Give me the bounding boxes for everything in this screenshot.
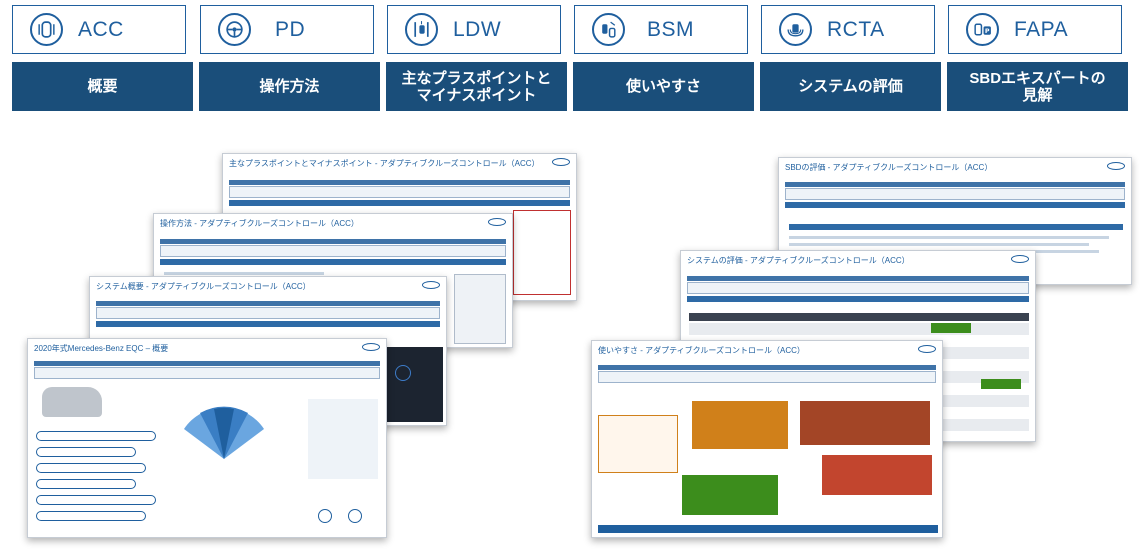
slide-section-strip bbox=[785, 202, 1125, 208]
slide-header-band bbox=[598, 365, 936, 370]
slide-title: システム概要 - アダプティブクルーズコントロール（ACC） bbox=[96, 282, 311, 291]
logo-icon bbox=[552, 158, 570, 166]
feature-pill bbox=[36, 511, 146, 521]
feature-tab-acc[interactable]: ACC bbox=[12, 5, 186, 54]
section-tab-expert-opinion[interactable]: SBDエキスパートの 見解 bbox=[947, 62, 1128, 111]
logo-icon bbox=[1011, 255, 1029, 263]
slide-feature-strip bbox=[598, 371, 936, 383]
usability-box bbox=[682, 475, 778, 515]
feature-tab-fapa[interactable]: P FAPA bbox=[948, 5, 1122, 54]
slide-title: 主なプラスポイントとマイナスポイント - アダプティブクルーズコントロール（AC… bbox=[229, 159, 540, 168]
rating-cell bbox=[931, 323, 971, 333]
text-line bbox=[789, 243, 1089, 246]
slide-header-band bbox=[687, 276, 1029, 281]
usability-box bbox=[692, 401, 788, 449]
slide-header-band bbox=[229, 180, 570, 185]
section-nav: 概要 操作方法 主なプラスポイントと マイナスポイント 使いやすさ システムの評… bbox=[12, 62, 1132, 111]
slide-title: 使いやすさ - アダプティブクルーズコントロール（ACC） bbox=[598, 346, 805, 355]
side-note-box bbox=[454, 274, 506, 344]
rating-cell bbox=[981, 379, 1021, 389]
feature-pill bbox=[36, 463, 146, 473]
evaluation-table-header bbox=[689, 313, 1029, 321]
logo-icon bbox=[1107, 162, 1125, 170]
feature-tab-row: ACC PD LDW BSM RCTA P FAPA bbox=[12, 5, 1132, 54]
text-line bbox=[789, 236, 1109, 239]
slide-title: システムの評価 - アダプティブクルーズコントロール（ACC） bbox=[687, 256, 910, 265]
feature-tab-label: PD bbox=[275, 17, 306, 41]
car-photo bbox=[42, 387, 102, 417]
slide-section-strip bbox=[160, 259, 506, 265]
section-tab-overview[interactable]: 概要 bbox=[12, 62, 193, 111]
feature-pill bbox=[36, 495, 156, 505]
hmi-icon bbox=[318, 509, 332, 523]
hmi-summary-box bbox=[308, 399, 378, 479]
slide-header-band bbox=[785, 182, 1125, 187]
text-line bbox=[164, 272, 324, 275]
slide-title: SBDの評価 - アダプティブクルーズコントロール（ACC） bbox=[785, 163, 993, 172]
slide-title: 2020年式Mercedes-Benz EQC – 概要 bbox=[34, 344, 169, 353]
section-tab-usability[interactable]: 使いやすさ bbox=[573, 62, 754, 111]
slide-section-strip bbox=[229, 200, 570, 206]
feature-tab-label: RCTA bbox=[827, 17, 885, 41]
minus-point-box bbox=[513, 210, 571, 295]
slide-section-strip bbox=[687, 296, 1029, 302]
usability-box bbox=[822, 455, 932, 495]
blind-spot-icon bbox=[592, 13, 625, 46]
slide-feature-strip bbox=[687, 282, 1029, 294]
feature-pill bbox=[36, 431, 156, 441]
logo-icon bbox=[918, 345, 936, 353]
feature-pill bbox=[36, 479, 136, 489]
feature-pill bbox=[36, 447, 136, 457]
feature-tab-pd[interactable]: PD bbox=[200, 5, 374, 54]
steering-wheel-icon bbox=[218, 13, 251, 46]
hmi-icon bbox=[348, 509, 362, 523]
slide-title: 操作方法 - アダプティブクルーズコントロール（ACC） bbox=[160, 219, 359, 228]
slide-header-band bbox=[34, 361, 380, 366]
lane-departure-icon bbox=[405, 13, 438, 46]
slide-feature-strip bbox=[785, 188, 1125, 200]
feature-tab-bsm[interactable]: BSM bbox=[574, 5, 748, 54]
slide-feature-strip bbox=[34, 367, 380, 379]
logo-icon bbox=[488, 218, 506, 226]
slide-section-strip bbox=[96, 321, 440, 327]
parking-assist-icon: P bbox=[966, 13, 999, 46]
slide-feature-strip bbox=[229, 186, 570, 198]
logo-icon bbox=[362, 343, 380, 351]
slide-preview-usability[interactable]: 使いやすさ - アダプティブクルーズコントロール（ACC） bbox=[591, 340, 943, 538]
score-fan-chart bbox=[184, 406, 264, 459]
dashboard-photo bbox=[385, 347, 443, 422]
usability-box bbox=[800, 401, 930, 445]
slide-feature-strip bbox=[160, 245, 506, 257]
expert-heading-bar bbox=[789, 224, 1123, 230]
feature-tab-label: BSM bbox=[647, 17, 695, 41]
feature-tab-rcta[interactable]: RCTA bbox=[761, 5, 935, 54]
feature-tab-label: FAPA bbox=[1014, 17, 1069, 41]
usability-box bbox=[598, 415, 678, 473]
slide-feature-strip bbox=[96, 307, 440, 319]
feature-tab-label: LDW bbox=[453, 17, 502, 41]
section-tab-system-evaluation[interactable]: システムの評価 bbox=[760, 62, 941, 111]
slide-header-band bbox=[96, 301, 440, 306]
rear-cross-traffic-icon bbox=[779, 13, 812, 46]
gauge-icon bbox=[395, 365, 411, 381]
feature-tab-label: ACC bbox=[78, 17, 124, 41]
logo-icon bbox=[422, 281, 440, 289]
slide-header-band bbox=[160, 239, 506, 244]
adaptive-cruise-icon bbox=[30, 13, 63, 46]
section-tab-operation[interactable]: 操作方法 bbox=[199, 62, 380, 111]
section-tab-plus-minus[interactable]: 主なプラスポイントと マイナスポイント bbox=[386, 62, 567, 111]
usability-footer-bar bbox=[598, 525, 938, 533]
feature-tab-ldw[interactable]: LDW bbox=[387, 5, 561, 54]
svg-text:P: P bbox=[985, 28, 990, 35]
slide-preview-overview[interactable]: 2020年式Mercedes-Benz EQC – 概要 bbox=[27, 338, 387, 538]
